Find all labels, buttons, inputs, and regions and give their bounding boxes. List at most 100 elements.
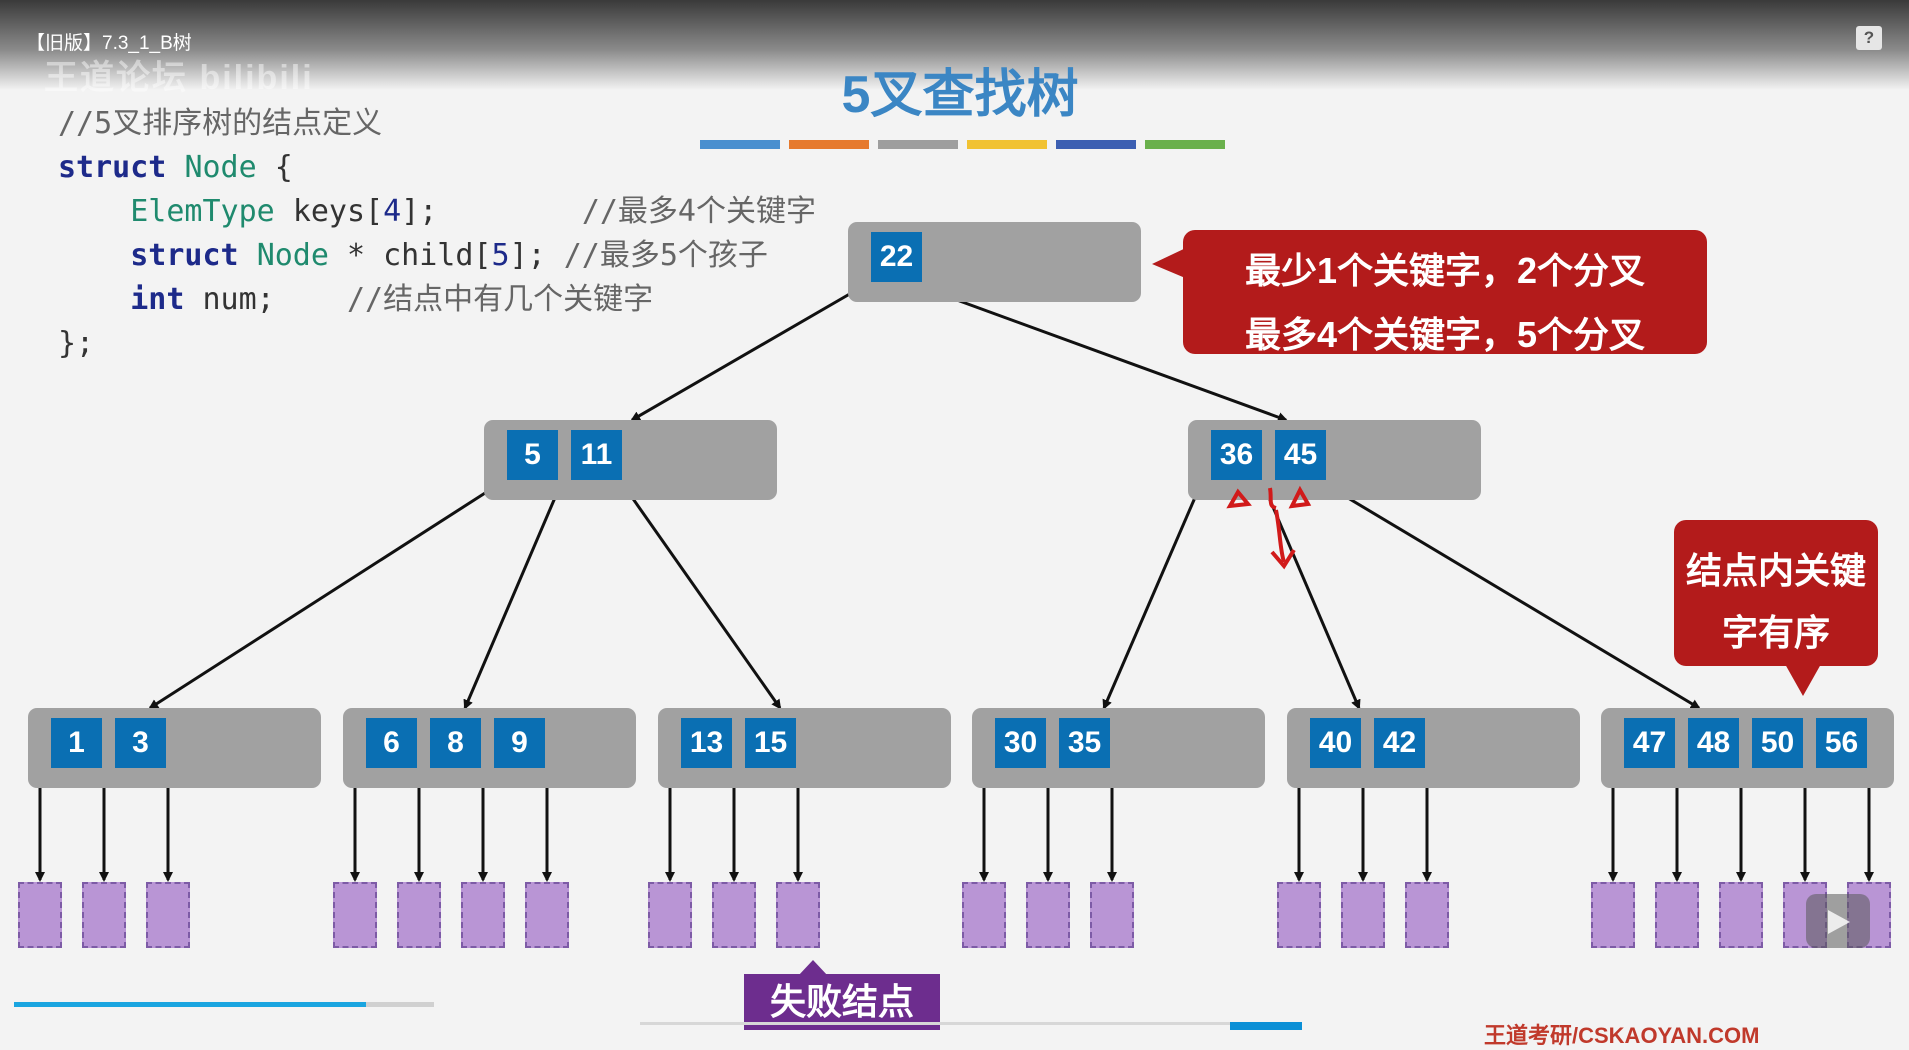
code-keyword: struct: [130, 238, 239, 273]
key-box: 5: [507, 430, 558, 480]
callout-line: 最少1个关键字，2个分叉: [1244, 250, 1646, 291]
annotation-icon: [1226, 485, 1312, 570]
callout-key-range: 最少1个关键字，2个分叉 最多4个关键字，5个分叉: [1183, 230, 1707, 355]
code-comment: //结点中有几个关键字: [347, 282, 654, 317]
callout-line: 最多4个关键字，5个分叉: [1244, 314, 1646, 355]
key-box: 13: [681, 718, 732, 768]
key-box: 6: [366, 718, 417, 768]
key-box: 1: [51, 718, 102, 768]
code-comment: //5叉排序树的结点定义: [58, 106, 383, 141]
internal-node: 36 45: [1188, 420, 1481, 500]
callout-ordered: 结点内关键 字有序: [1674, 520, 1878, 666]
failure-node: [82, 882, 126, 948]
code-type: Node: [184, 150, 257, 185]
leaf-node: 40 42: [1287, 708, 1580, 788]
code-keyword: struct: [58, 150, 167, 185]
footer-url: 王道考研/CSKAOYAN.COM: [1484, 1023, 1760, 1048]
failure-node: [1026, 882, 1070, 948]
scroll-marker: [1230, 1022, 1302, 1030]
code-number: 5: [491, 238, 510, 273]
failure-node: [1405, 882, 1449, 948]
key-box: 3: [115, 718, 166, 768]
code-type: Node: [256, 238, 329, 273]
failure-node: [1655, 882, 1699, 948]
code-brace: {: [274, 150, 293, 185]
edge-arrow: [148, 484, 497, 710]
failure-node: [461, 882, 505, 948]
code-text: ];: [401, 194, 438, 229]
key-box: 9: [494, 718, 545, 768]
color-strip-segment: [878, 140, 958, 149]
failure-node: [962, 882, 1006, 948]
failure-node: [1277, 882, 1321, 948]
help-icon[interactable]: ?: [1856, 26, 1882, 50]
watermark: 王道论坛 bilibili: [44, 59, 314, 97]
code-comment: //最多4个关键字: [581, 194, 816, 229]
failure-node: [776, 882, 820, 948]
label-pointer: [798, 960, 828, 976]
key-box: 48: [1688, 718, 1739, 768]
key-box: 8: [430, 718, 481, 768]
failure-node: [712, 882, 756, 948]
leaf-node: 13 15: [658, 708, 951, 788]
leaf-node: 47 48 50 56: [1601, 708, 1894, 788]
scroll-line: [640, 1022, 1230, 1025]
key-box: 30: [995, 718, 1046, 768]
color-strip-segment: [1056, 140, 1136, 149]
callout-pointer: [1785, 664, 1821, 696]
code-type: ElemType: [130, 194, 275, 229]
callout-pointer: [1152, 246, 1190, 280]
key-box: 40: [1310, 718, 1361, 768]
failure-node-label: 失败结点: [744, 974, 940, 1030]
edge-arrow: [463, 485, 562, 710]
callout-line: 结点内关键: [1685, 550, 1866, 591]
edge-arrow: [1102, 485, 1202, 710]
code-comment: //最多5个孩子: [563, 238, 768, 273]
edge-arrow: [1327, 484, 1701, 710]
key-box: 11: [571, 430, 622, 480]
color-strip-segment: [967, 140, 1047, 149]
color-strip-segment: [1145, 140, 1225, 149]
video-title: 【旧版】7.3_1_B树: [26, 33, 192, 54]
code-keyword: int: [130, 282, 185, 317]
progress-fill[interactable]: [14, 1002, 366, 1007]
code-text: ];: [509, 238, 546, 273]
key-box: 47: [1624, 718, 1675, 768]
edge-arrow: [923, 286, 1288, 422]
failure-node: [1719, 882, 1763, 948]
failure-node: [648, 882, 692, 948]
key-box: 15: [745, 718, 796, 768]
color-strip-segment: [789, 140, 869, 149]
failure-node: [1591, 882, 1635, 948]
failure-node: [525, 882, 569, 948]
code-text: keys[: [292, 194, 384, 229]
key-box: 35: [1059, 718, 1110, 768]
leaf-node: 30 35: [972, 708, 1265, 788]
key-box: 45: [1275, 430, 1326, 480]
code-text: * child[: [347, 238, 492, 273]
video-logo-icon: [1806, 894, 1870, 948]
callout-line: 字有序: [1721, 612, 1830, 653]
key-box: 56: [1816, 718, 1867, 768]
key-box: 50: [1752, 718, 1803, 768]
key-box: 36: [1211, 430, 1262, 480]
edge-arrow: [630, 286, 861, 422]
code-text: num;: [202, 282, 275, 317]
failure-node: [397, 882, 441, 948]
key-box: 22: [871, 232, 922, 282]
edge-arrow: [622, 485, 782, 710]
failure-node: [1341, 882, 1385, 948]
video-top-bar: [0, 0, 1909, 90]
failure-node: [146, 882, 190, 948]
failure-node: [1090, 882, 1134, 948]
internal-node: 5 11: [484, 420, 777, 500]
failure-node: [333, 882, 377, 948]
failure-node: [18, 882, 62, 948]
code-brace: };: [58, 326, 95, 361]
slide-title: 5叉查找树: [841, 66, 1079, 124]
play-icon: [1828, 910, 1850, 934]
key-box: 42: [1374, 718, 1425, 768]
